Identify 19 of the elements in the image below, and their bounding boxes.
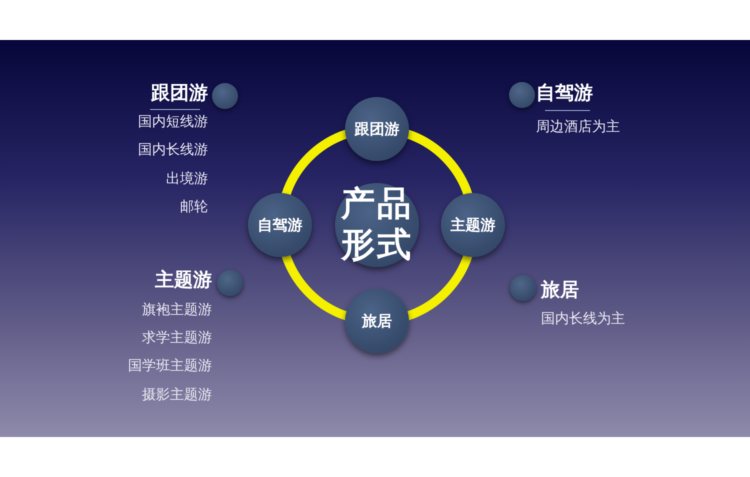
list-item: 周边酒店为主 bbox=[536, 118, 620, 136]
list-item: 求学主题游 bbox=[142, 329, 212, 347]
list-item: 国学班主题游 bbox=[128, 357, 212, 375]
list-item: 邮轮 bbox=[180, 198, 208, 216]
list-item: 国内长线为主 bbox=[541, 310, 625, 328]
list-item: 出境游 bbox=[166, 170, 208, 188]
heading: 跟团游 bbox=[151, 81, 208, 106]
list-item: 摄影主题游 bbox=[142, 386, 212, 404]
circle-node: 跟团游 bbox=[345, 97, 409, 161]
center-circle: 产品形式 bbox=[335, 183, 419, 267]
list-item: 国内短线游 bbox=[138, 113, 208, 131]
heading: 自驾游 bbox=[536, 81, 593, 106]
circle-node: 自驾游 bbox=[248, 193, 312, 257]
list-item: 国内长线游 bbox=[138, 141, 208, 159]
list-item: 旗袍主题游 bbox=[142, 301, 212, 319]
circle-node: 主题游 bbox=[441, 193, 505, 257]
heading: 旅居 bbox=[541, 278, 579, 303]
heading: 主题游 bbox=[155, 268, 212, 293]
circle-node: 旅居 bbox=[345, 289, 409, 353]
